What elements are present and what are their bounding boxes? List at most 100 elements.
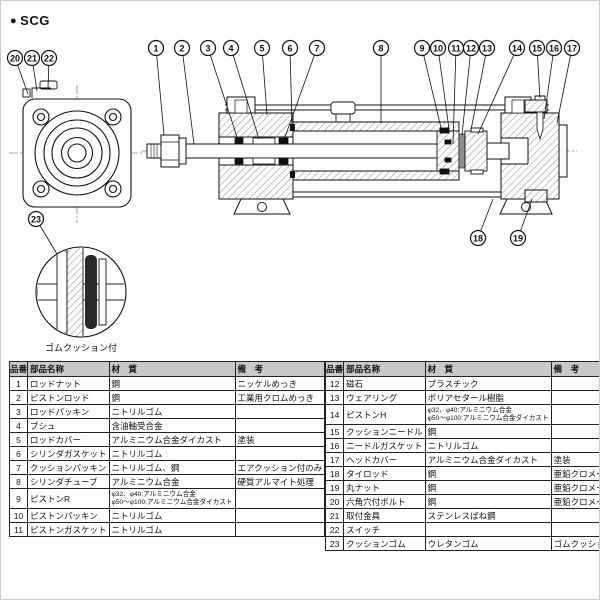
cell-part-no: 14 (325, 404, 345, 425)
part-balloon-8: 8 (372, 39, 390, 123)
balloon-number: 19 (513, 234, 523, 244)
cell-note: 亜鉛クロメート処理 (550, 494, 599, 509)
cell-part-name: クッションゴム (343, 536, 426, 551)
side-section-view (146, 95, 568, 215)
cell-note (234, 508, 326, 523)
cell-part-no: 12 (325, 376, 345, 391)
cell-part-name: 六角穴付ボルト (343, 494, 426, 509)
piston-rod (146, 134, 446, 168)
cell-part-name: ロッドナット (27, 376, 110, 391)
table-header-row: 品番 部品名称 材 質 備 考 (325, 361, 599, 377)
header-part-name: 部品名称 (27, 361, 110, 377)
balloon-number: 10 (433, 44, 443, 54)
parts-row-23: 23クッションゴムウレタンゴムゴムクッション付のみ (325, 536, 599, 551)
rod-nut (160, 134, 180, 168)
balloon-circle (469, 229, 487, 247)
bullet-icon: ● (10, 15, 18, 27)
parts-row-20: 20六角穴付ボルト鋼亜鉛クロメート処理 (325, 494, 599, 509)
head-cover (486, 95, 568, 215)
balloon-number: 11 (451, 44, 461, 54)
cell-part-no: 5 (8, 432, 29, 447)
balloon-number: 5 (259, 44, 264, 54)
balloon-circle (508, 39, 526, 57)
cell-part-name: ニードルガスケット (343, 438, 426, 453)
rod-seals (234, 137, 289, 165)
part-balloon-7: 7 (284, 39, 326, 138)
part-balloon-6: 6 (281, 39, 299, 126)
cell-note (550, 376, 599, 391)
cell-part-no: 15 (325, 424, 345, 439)
cell-part-name: ウェアリング (343, 390, 426, 405)
part-balloon-19: 19 (509, 198, 533, 247)
balloon-circle (23, 49, 41, 67)
balloon-number: 23 (31, 215, 41, 225)
cell-note (550, 508, 599, 523)
balloon-number: 16 (549, 44, 559, 54)
balloon-circle (429, 39, 447, 57)
cell-material: プラスチック (424, 376, 552, 391)
header-part-no: 品番 (8, 361, 29, 377)
part-balloon-21: 21 (23, 49, 41, 92)
header-part-name: 部品名称 (343, 361, 426, 377)
front-view (22, 80, 132, 208)
cell-note (234, 522, 326, 537)
cell-note: 塗装 (234, 432, 326, 447)
balloon-number: 1 (153, 44, 158, 54)
cell-part-name: シリンダチューブ (27, 474, 110, 489)
cell-material: アルミニウム合金ダイカスト (424, 452, 552, 467)
balloon-number: 18 (473, 234, 483, 244)
balloon-number: 6 (287, 44, 292, 54)
switch-side (330, 101, 356, 122)
balloon-number: 13 (482, 44, 492, 54)
cell-material: ニトリルゴム (108, 404, 236, 419)
cell-part-name: ピストンガスケット (27, 522, 110, 537)
balloon-circle (308, 39, 326, 57)
balloon-number: 14 (512, 44, 522, 54)
balloon-circle (222, 39, 240, 57)
part-balloon-14: 14 (477, 39, 526, 135)
balloon-number: 4 (228, 44, 233, 54)
detail-view (35, 246, 127, 338)
cell-note: 硬質アルマイト処理 (234, 474, 326, 489)
balloon-number: 8 (378, 44, 383, 54)
cell-part-no: 6 (8, 446, 29, 461)
series-title: ●SCG (10, 13, 50, 28)
cell-part-no: 19 (325, 480, 345, 495)
tie-rod-nuts (524, 99, 548, 203)
cell-note (234, 488, 326, 509)
cell-note (234, 446, 326, 461)
balloon-number: 12 (466, 44, 476, 54)
balloon-circle (545, 39, 563, 57)
cell-part-name: ピストンR (27, 488, 110, 509)
cell-note (234, 418, 326, 433)
balloon-circle (40, 49, 58, 67)
balloon-circle (478, 39, 496, 57)
cell-note: ニッケルめっき (234, 376, 326, 391)
header-material: 材 質 (108, 361, 236, 377)
cushion-rubber (85, 255, 97, 329)
cell-material: 鋼 (108, 376, 236, 391)
cell-part-no: 13 (325, 390, 345, 405)
balloon-number: 15 (532, 44, 542, 54)
cell-material: ニトリルゴム (108, 522, 236, 537)
cell-note: ゴムクッション付のみ (550, 536, 599, 551)
part-balloon-4: 4 (222, 39, 260, 140)
cell-part-no: 7 (8, 460, 29, 475)
part-balloon-13: 13 (470, 39, 496, 131)
balloon-circle (199, 39, 217, 57)
detail-section (37, 248, 125, 336)
cell-note: 亜鉛クロメート処理 (550, 466, 599, 481)
